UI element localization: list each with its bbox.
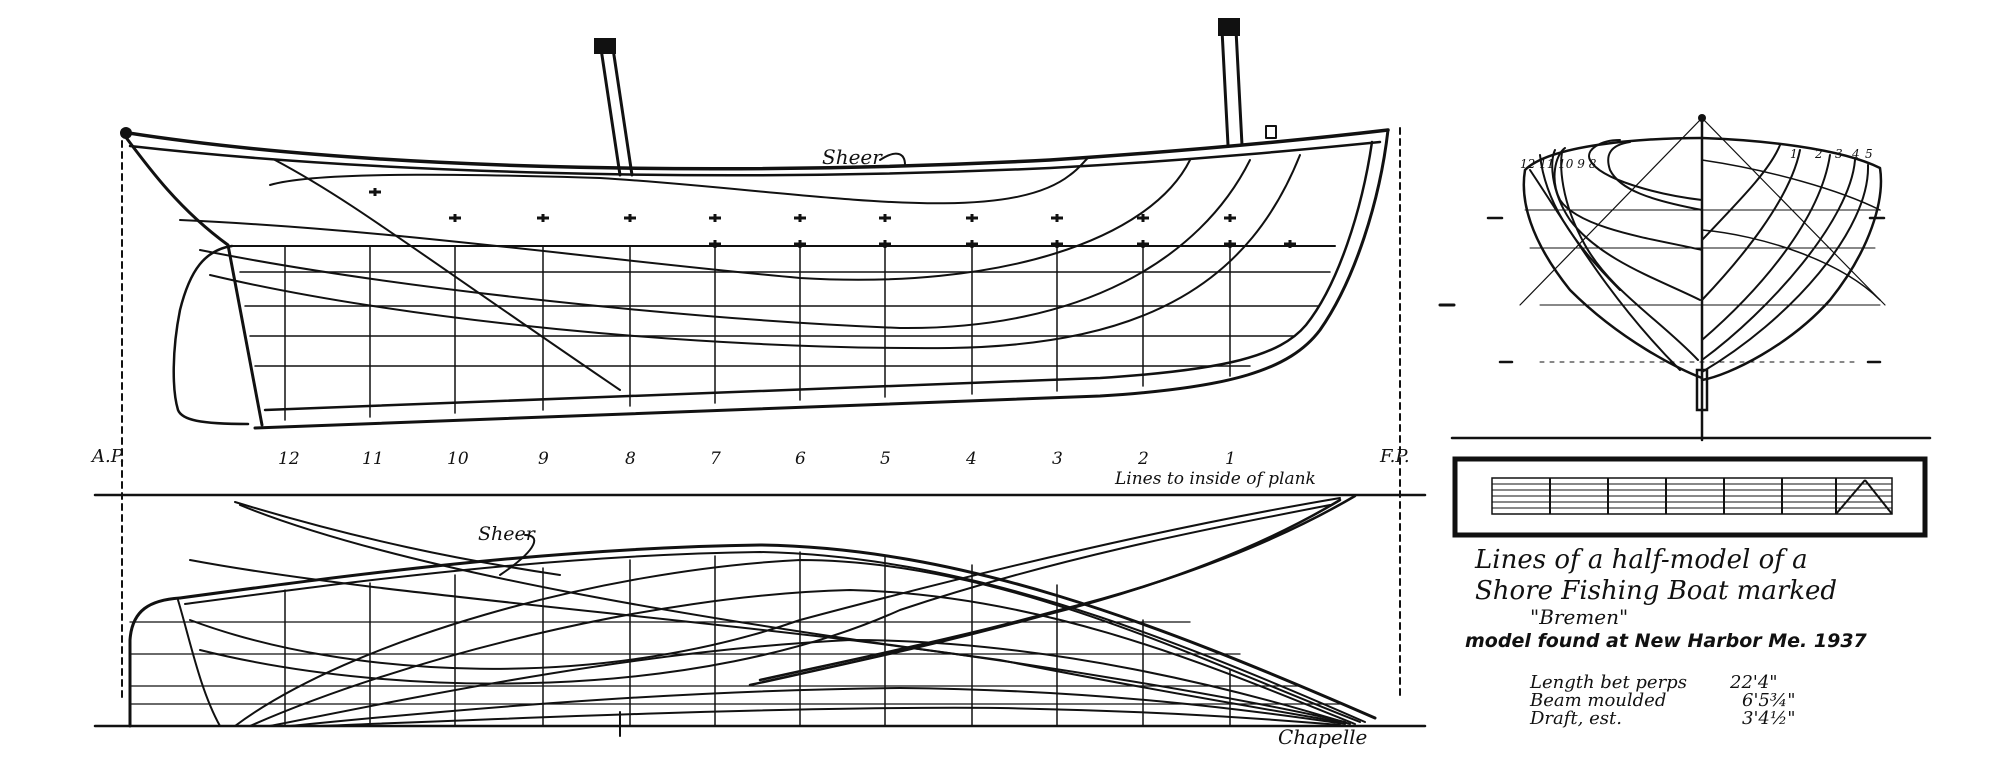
profile-view: Sheer A.P. F.P. 12 11 10 9 8 7 6 5 4 3 2… — [90, 18, 1427, 701]
dimension-value: 3'4½" — [1742, 708, 1796, 729]
body-station-label: 2 — [1814, 147, 1823, 161]
aft-station-labels: 12 11 10 9 8 — [1520, 157, 1597, 171]
half-breadth-sheer-leader — [499, 534, 536, 576]
station-label: 10 — [447, 449, 469, 469]
title-line-1: Lines of a half-model of a — [1474, 545, 1808, 575]
half-breadth-sheer-label: Sheer — [478, 523, 537, 545]
body-station-label: 5 — [1865, 147, 1873, 161]
sternpost — [120, 130, 264, 427]
body-plan-waterlines — [1438, 209, 1886, 364]
aft-perp-label: A.P. — [90, 446, 125, 467]
station-labels: 12 11 10 9 8 7 6 5 4 3 2 1 — [278, 449, 1236, 469]
profile-sheer-leader — [879, 152, 906, 166]
body-station-label: 1 — [1790, 147, 1798, 161]
scale-bar — [1452, 456, 1928, 538]
dimensions-table: Length bet perps 22'4" Beam moulded 6'5¾… — [1529, 672, 1796, 729]
dimension-value: 6'5¾" — [1742, 690, 1796, 711]
rail-line — [128, 140, 1382, 177]
dimension-label: Beam moulded — [1529, 690, 1666, 711]
profile-buttocks — [179, 154, 1301, 391]
station-label: 7 — [710, 449, 721, 469]
half-breadth-diagonals — [189, 494, 1357, 723]
body-plan-fwd-sections — [1700, 136, 1883, 382]
half-breadth-view: Sheer — [93, 494, 1427, 737]
half-breadth-stations — [284, 551, 1231, 727]
body-station-label: 3 — [1835, 147, 1843, 161]
transom — [128, 596, 182, 728]
stern-knuckle — [120, 127, 132, 139]
station-label: 3 — [1052, 449, 1063, 469]
station-label: 9 — [538, 449, 549, 469]
title-line-2: Shore Fishing Boat marked — [1475, 576, 1837, 606]
station-label: 2 — [1137, 449, 1149, 469]
main-mast — [594, 38, 634, 177]
dimension-label: Length bet perps — [1529, 672, 1687, 693]
station-label: 4 — [965, 449, 977, 469]
dimension-label: Draft, est. — [1529, 708, 1622, 729]
fore-mast — [1218, 18, 1244, 147]
title-line-4: model found at New Harbor Me. 1937 — [1465, 630, 1868, 652]
profile-waterlines — [231, 245, 1336, 367]
title-block: Lines of a half-model of a Shore Fishing… — [1465, 545, 1868, 729]
half-breadth-sheer — [178, 543, 1377, 720]
draftsman-signature: Chapelle — [1278, 725, 1367, 749]
body-plan-keel — [1695, 368, 1709, 412]
body-plan-diagonal — [1701, 117, 1886, 306]
station-label: 11 — [362, 449, 384, 469]
lines-note: Lines to inside of plank — [1114, 469, 1316, 489]
station-label: 6 — [795, 449, 806, 469]
title-line-3: "Bremen" — [1530, 605, 1628, 629]
station-label: 5 — [880, 449, 891, 469]
rudder — [172, 244, 250, 426]
station-label: 8 — [625, 449, 636, 469]
hull-sheer-line — [120, 128, 1390, 171]
fwd-station-labels: 1 2 3 4 5 — [1790, 147, 1873, 161]
station-label: 12 — [278, 449, 300, 469]
body-plan-aft-sections — [1522, 136, 1704, 380]
profile-sheer-label: Sheer — [822, 145, 883, 169]
fwd-perp-label: F.P. — [1379, 446, 1410, 467]
profile-tick-marks — [369, 188, 1296, 248]
station-label: 1 — [1225, 449, 1236, 469]
body-plan-diagonal — [1519, 117, 1703, 306]
body-plan-view: 12 11 10 9 8 1 2 3 4 5 — [1438, 114, 1932, 442]
bitt — [1265, 125, 1277, 139]
stem-inner — [263, 140, 1374, 412]
dimension-value: 22'4" — [1729, 672, 1778, 693]
stem — [253, 128, 1390, 430]
body-station-label: 4 — [1851, 147, 1860, 161]
